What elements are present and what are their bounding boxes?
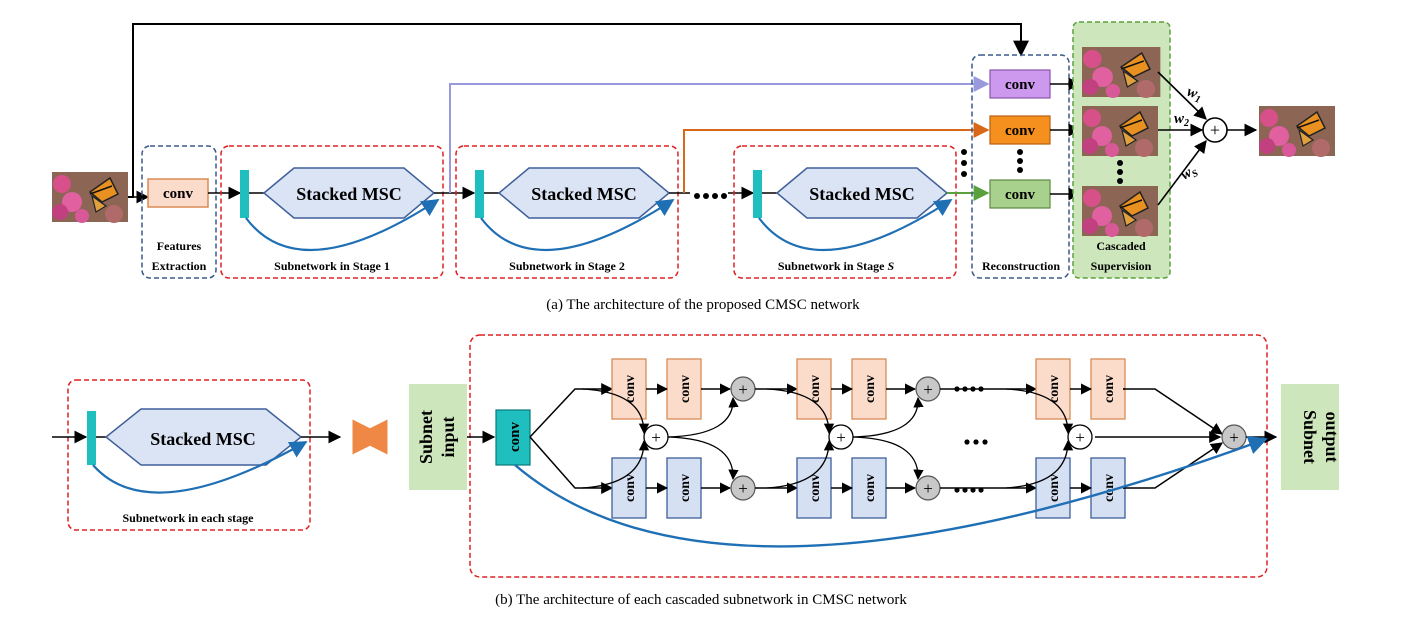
caption-b: (b) The architecture of each cascaded su… [495, 592, 907, 608]
stage-2-label: Subnetwork in Stage 2 [509, 259, 625, 273]
stage-s-msc-label: Stacked MSC [809, 184, 915, 204]
subnet-output-box [1281, 384, 1339, 490]
msc3-mix-sum [1067, 424, 1093, 450]
msc2-top-conv-1 [796, 358, 832, 420]
stage-s-box [733, 145, 957, 279]
msc1-sum-top-label: + [738, 380, 748, 399]
supervision-image-2 [1081, 105, 1159, 158]
part-b: Stacked MSC Subnetwork in each stage Sub… [52, 334, 1342, 608]
recon-conv-s-label: conv [1005, 187, 1036, 203]
msc3-bot-conv-1-label: conv [1047, 474, 1062, 502]
subnet-conv [495, 409, 531, 466]
msc1-sum-bottom-label: + [738, 479, 748, 498]
recon-conv-2-label: conv [1005, 123, 1036, 139]
msc2-bot-conv-1-label: conv [808, 474, 823, 502]
msc1-bot-conv-2 [666, 457, 702, 519]
stage-2: Stacked MSC Subnetwork in Stage 2 [455, 145, 679, 279]
part-a: conv Features Extraction Stacked MSC Sub… [51, 21, 1336, 313]
supervision-image-1 [1081, 46, 1162, 99]
stage-2-msc-label: Stacked MSC [531, 184, 637, 204]
weight-w1: w1 [1184, 84, 1204, 106]
cascaded-supervision-label-2: Supervision [1091, 259, 1152, 273]
each-stage-skip [92, 441, 308, 494]
msc3-top-conv-2-label: conv [1102, 375, 1117, 403]
msc1-bot-conv-2-label: conv [678, 474, 693, 502]
stage-2-box [455, 145, 679, 279]
subnet-output-label-1: Subnet [1300, 410, 1320, 464]
msc2-top-conv-1-label: conv [808, 375, 823, 403]
ellipsis-dots-a [694, 193, 727, 199]
feat-conv-label: conv [163, 186, 194, 202]
stage-1-teal-bar [240, 170, 249, 218]
reconstruction-box [971, 54, 1070, 279]
msc2-bot-conv-1 [796, 457, 832, 519]
msc1-top-conv-1 [611, 358, 647, 420]
features-extraction-label-1: Features [157, 239, 202, 253]
vertical-dots-stages [961, 149, 967, 177]
subnet-output-label-2: output [1322, 411, 1342, 462]
caption-a: (a) The architecture of the proposed CMS… [546, 297, 860, 313]
recon-conv-1-label: conv [1005, 77, 1036, 93]
recon-conv-s [989, 179, 1051, 209]
stage-2-skip [480, 199, 675, 252]
stage-1-label: Subnetwork in Stage 1 [274, 259, 390, 273]
supervision-vertical-dots [1117, 160, 1123, 184]
msc3-top-conv-1-label: conv [1047, 375, 1062, 403]
output-image [1258, 105, 1336, 158]
feat-conv-block [147, 178, 209, 208]
weight-w2: w2 [1174, 111, 1189, 129]
msc1-bot-conv-1-label: conv [623, 474, 638, 502]
msc1-mix-sum-label: + [651, 428, 661, 447]
msc2-bot-conv-2 [851, 457, 887, 519]
weight-line-s [1157, 139, 1207, 206]
msc2-sum-top-label: + [923, 380, 933, 399]
each-stage-box [67, 379, 311, 531]
msc1-top-conv-2-label: conv [678, 375, 693, 403]
weight-line-1 [1157, 71, 1207, 120]
subnet-global-skip [514, 435, 1268, 548]
stage-1-skip [245, 199, 440, 252]
each-stage-label: Subnetwork in each stage [122, 511, 254, 525]
supervision-image-s [1081, 185, 1159, 238]
subnet-input-box [409, 384, 467, 490]
msc2-mix-sum-label: + [836, 428, 846, 447]
features-extraction-box [141, 145, 217, 279]
msc2-top-conv-2 [851, 358, 887, 420]
stage-2-output-line [683, 122, 990, 193]
msc3-bot-conv-2-label: conv [1102, 474, 1117, 502]
stage-s-skip [758, 199, 953, 252]
features-extraction-label-2: Extraction [152, 259, 207, 273]
subnet-conv-label: conv [507, 422, 523, 453]
each-stage-msc-label: Stacked MSC [150, 429, 256, 449]
stage-1-box [220, 145, 444, 279]
stage-2-teal-bar [475, 170, 484, 218]
msc2-top-conv-2-label: conv [863, 375, 878, 403]
final-sum-label: + [1229, 428, 1239, 447]
subnet-input-label-1: Subnet [416, 410, 436, 464]
reconstruction-label: Reconstruction [982, 259, 1060, 273]
recon-vertical-dots [1017, 149, 1023, 173]
stage-s-teal-bar [753, 170, 762, 218]
msc-blocks: conv conv conv conv + + + conv conv conv conv + + + co… [581, 358, 1126, 519]
msc2-sum-bottom-label: + [923, 479, 933, 498]
recon-conv-2 [989, 115, 1051, 145]
subnet-detail-box [469, 334, 1268, 578]
msc3-mix-sum-label: + [1075, 428, 1085, 447]
msc1-bot-conv-1 [611, 457, 647, 519]
subnet-input-label-2: input [438, 416, 458, 457]
cascaded-supervision-label-1: Cascaded [1096, 239, 1146, 253]
ellipsis-dots-b [954, 386, 988, 493]
stage-s-label: Subnetwork in Stage S [778, 259, 895, 273]
sum-node-a-label: + [1210, 120, 1220, 140]
stage-1: Stacked MSC Subnetwork in Stage 1 [220, 145, 444, 279]
stage-s: Stacked MSC Subnetwork in Stage S [733, 145, 957, 279]
input-image [51, 171, 129, 224]
weight-ws: wS [1178, 162, 1201, 186]
each-stage-teal-bar [87, 411, 96, 465]
msc2-bot-conv-2-label: conv [863, 474, 878, 502]
stage-1-msc-label: Stacked MSC [296, 184, 402, 204]
stage-1-output-line [449, 76, 990, 193]
msc1-top-conv-1-label: conv [623, 375, 638, 403]
